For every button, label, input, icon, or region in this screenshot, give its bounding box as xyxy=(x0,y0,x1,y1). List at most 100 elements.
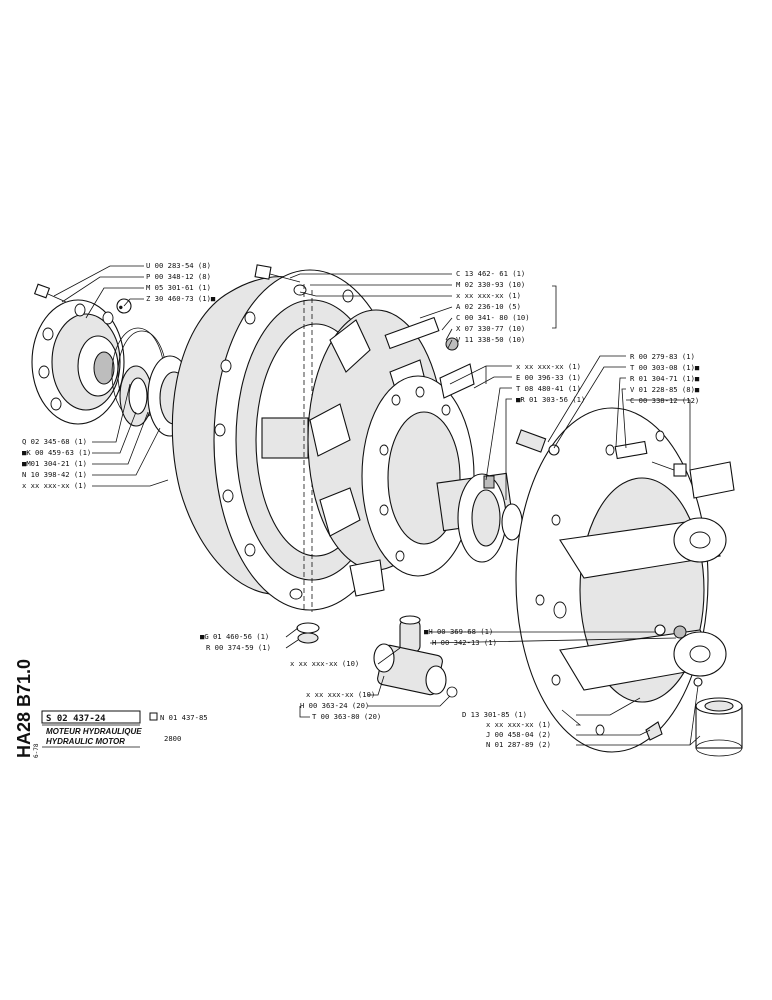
labels-right: R 00 279-83 (1) T 00 303-08 (1)■ R 01 30… xyxy=(630,352,700,405)
part-label: V 01 228-85 (8)■ xyxy=(630,385,700,394)
retaining-plate xyxy=(614,440,648,460)
leader xyxy=(615,377,626,447)
housing-bolt-hole xyxy=(289,588,303,600)
housing-bolt-hole xyxy=(214,423,226,437)
part-label: ■G 01 460-56 (1) xyxy=(200,632,269,641)
main-bolt-head xyxy=(254,264,272,280)
labels-top-left: U 00 283-54 (8) P 00 348-12 (8) M 05 301… xyxy=(146,261,216,303)
leader xyxy=(61,276,144,303)
part-label: ■R 01 303-56 (1) xyxy=(516,395,585,404)
cover-bolt-shank xyxy=(47,293,67,303)
spline-gear-ring xyxy=(119,365,153,427)
fitting-washer xyxy=(548,444,560,456)
replaces-number: N 01 437-85 xyxy=(160,713,208,722)
part-label: x xx xxx-xx (10) xyxy=(306,690,375,699)
part-label: R 01 304-71 (1)■ xyxy=(630,374,700,383)
leader xyxy=(123,298,144,307)
leader xyxy=(621,388,627,449)
bracket-port xyxy=(553,601,567,619)
drawing-number-box xyxy=(41,710,141,724)
bracket-nut xyxy=(673,625,687,639)
part-label: N 01 287-89 (2) xyxy=(486,740,551,749)
main-bolt xyxy=(254,264,301,283)
locking-plate xyxy=(384,316,440,350)
dowel-pin xyxy=(399,615,421,653)
leader xyxy=(92,427,161,476)
leader xyxy=(377,647,401,665)
part-label: Z 30 460-73 (1)■ xyxy=(146,294,216,303)
cover-bolt-hole xyxy=(102,311,114,325)
part-label: Q 02 345-68 (1) xyxy=(22,437,87,446)
valve-circlip xyxy=(446,686,458,698)
bracket-bolt-hole xyxy=(655,430,665,442)
labels-left: Q 02 345-68 (1) ■K 00 459-63 (1) ■M01 30… xyxy=(22,437,91,490)
part-label: T 00 363-80 (20) xyxy=(312,712,381,721)
cover-bolt-hole xyxy=(38,365,50,379)
part-label: T 08 480-41 (1) xyxy=(516,384,581,393)
cover-bolt-hole xyxy=(74,303,86,317)
housing-bolt-hole xyxy=(244,543,256,557)
labels-bottom-right: D 13 301-85 (1) x xx xxx-xx (1) J 00 458… xyxy=(462,710,551,749)
part-label: E 00 396-33 (1) xyxy=(516,373,581,382)
leader xyxy=(285,627,299,638)
pin-top xyxy=(399,615,421,625)
housing-bolt-hole xyxy=(222,489,234,503)
main-bolt-shank xyxy=(269,273,301,283)
bracket-screw-head xyxy=(673,463,687,477)
side-code-text: HA28 B71.0 xyxy=(14,659,34,758)
leader xyxy=(92,479,169,487)
cover-bolt-head xyxy=(33,283,51,299)
cover-bore xyxy=(93,351,115,385)
drawing-number: S 02 437-24 xyxy=(46,714,106,724)
rotor-lobe xyxy=(349,559,385,597)
labels-valve: x xx xxx-xx (10) H 00 363-24 (20) T 00 3… xyxy=(300,690,381,721)
part-label: M 02 330-93 (10) xyxy=(456,280,525,289)
bracket-boss-hole xyxy=(689,645,711,663)
part-label: R 00 279-83 (1) xyxy=(630,352,695,361)
part-label: C 00 338-12 (12) xyxy=(630,396,699,405)
part-label: C 13 462- 61 (1) xyxy=(456,269,525,278)
leader xyxy=(441,317,453,331)
washer-lower xyxy=(297,632,319,644)
leader xyxy=(92,383,131,443)
part-label: H 00 342-13 (1) xyxy=(432,638,497,647)
rotor-lobe xyxy=(329,319,371,373)
leader xyxy=(368,695,451,707)
leader-lines xyxy=(53,265,701,746)
leader xyxy=(299,291,452,297)
leader xyxy=(299,706,310,718)
side-code: HA28 B71.0 6-78 xyxy=(14,659,40,758)
leader xyxy=(85,287,144,319)
small-nipple xyxy=(693,677,703,687)
part-label: R 00 374-59 (1) xyxy=(206,643,271,652)
leader xyxy=(485,387,512,481)
labels-bottom-left: ■G 01 460-56 (1) R 00 374-59 (1) xyxy=(200,632,271,652)
part-label: x xx xxx-xx (10) xyxy=(290,659,359,668)
replaces-box xyxy=(149,712,158,721)
rotor-lobe xyxy=(319,487,361,537)
leader xyxy=(447,339,453,349)
bracket-gusset xyxy=(689,461,735,499)
leader xyxy=(553,366,626,449)
bracket-screw-shank xyxy=(651,461,675,471)
leader xyxy=(547,355,626,443)
leader xyxy=(285,639,299,649)
distributor-flange xyxy=(361,375,475,577)
lock-nut xyxy=(445,337,459,351)
grease-nipple xyxy=(645,721,663,741)
bushing xyxy=(695,697,743,757)
part-label: N 10 398-42 (1) xyxy=(22,470,87,479)
flange-hole xyxy=(441,404,451,416)
leader xyxy=(576,729,651,736)
cover-bolt-hole xyxy=(50,397,62,411)
part-label: P 00 348-12 (8) xyxy=(146,272,211,281)
leader xyxy=(689,685,699,746)
title-block: S 02 437-24 N 01 437-85 MOTEUR HYDRAULIQ… xyxy=(41,710,208,748)
part-label: A 02 236-10 (5) xyxy=(456,302,521,311)
leader xyxy=(505,398,512,500)
model-number: 2800 xyxy=(164,734,181,743)
leader xyxy=(561,709,582,726)
leader xyxy=(53,265,144,297)
